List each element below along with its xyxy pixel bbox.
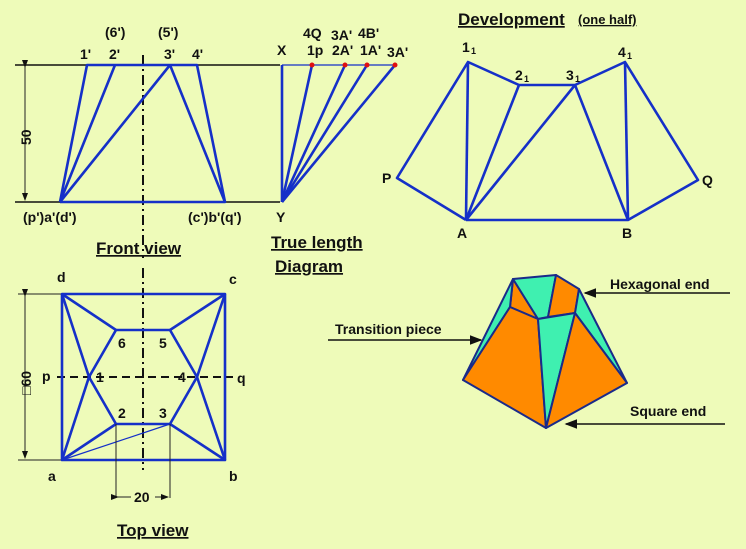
label-1a: 1A'	[360, 42, 381, 58]
dev-line-1A	[464, 61, 470, 221]
label-2a: 2A'	[332, 42, 353, 58]
true-length-title: True length	[271, 233, 363, 252]
pictorial-view	[462, 274, 628, 429]
label-5p: (5')	[158, 24, 178, 40]
subscript: 1	[524, 74, 529, 84]
diagram-title: Diagram	[275, 257, 343, 276]
label-4: 4	[178, 369, 186, 385]
label-3p: 3'	[164, 46, 175, 62]
label-6: 6	[118, 335, 126, 351]
front-outline	[58, 63, 227, 204]
side-dim-label: □60	[18, 371, 34, 395]
label-3a-top: 3A'	[331, 27, 352, 43]
label-c: c	[229, 271, 237, 287]
label-a: a	[48, 468, 56, 484]
dev-line-3A	[464, 84, 577, 221]
front-face-right	[545, 312, 628, 429]
label-b: b	[229, 468, 238, 484]
front-view-title: Front view	[96, 239, 182, 258]
label-1-1: 1	[462, 39, 470, 55]
hex-dim-label: 20	[134, 489, 150, 505]
label-2: 2	[118, 405, 126, 421]
development-outline	[395, 60, 700, 222]
dev-line-3B	[573, 84, 630, 221]
label-p: p	[42, 368, 51, 384]
edge-b-3	[168, 64, 227, 203]
label-x: X	[277, 42, 287, 58]
height-dim-label: 50	[18, 129, 34, 145]
label-B: B	[622, 225, 632, 241]
top-view: □60 20 d c a b p q 1 2 3 4 5 6 Top view	[18, 268, 246, 540]
hexagonal-end-label: Hexagonal end	[610, 276, 710, 292]
front-face-left	[462, 306, 547, 429]
label-b-prime: (c')b'(q')	[188, 209, 242, 225]
label-d: d	[57, 269, 66, 285]
label-A: A	[457, 225, 467, 241]
label-a-prime: (p')a'(d')	[23, 209, 77, 225]
dev-line-4B	[623, 61, 630, 221]
label-1: 1	[96, 369, 104, 385]
label-y: Y	[276, 209, 286, 225]
label-P: P	[382, 170, 391, 186]
subscript: 1	[471, 46, 476, 56]
label-3a: 3A'	[387, 44, 408, 60]
dev-line-2A	[464, 84, 521, 221]
square-base	[60, 292, 227, 462]
label-q: q	[237, 370, 246, 386]
label-1p-tl: 1p	[307, 42, 323, 58]
top-view-edges	[60, 292, 227, 462]
label-4-1: 4	[618, 44, 626, 60]
true-length-diagram: X Y 4Q 3A' 4B' 1p 2A' 1A' 3A' True lengt…	[271, 25, 408, 276]
edge-a-3	[58, 64, 172, 203]
true-length-1a	[280, 64, 369, 203]
development-subtitle: (one half)	[578, 12, 637, 27]
subscript: 1	[627, 51, 632, 61]
front-view: 50 1' 2' 3' 4' (6') (5') (p')a'(d') (c')…	[15, 24, 280, 258]
label-1p: 1'	[80, 46, 91, 62]
true-length-1p	[280, 64, 314, 203]
label-6p: (6')	[105, 24, 125, 40]
subscript: 1	[575, 74, 580, 84]
label-4q: 4Q	[303, 25, 322, 41]
transition-piece-label: Transition piece	[335, 321, 442, 337]
point-marker	[342, 62, 348, 68]
top-view-title: Top view	[117, 521, 189, 540]
label-5: 5	[159, 335, 167, 351]
development-title: Development	[458, 10, 565, 29]
label-Q: Q	[702, 172, 713, 188]
square-end-label: Square end	[630, 403, 706, 419]
label-4p: 4'	[192, 46, 203, 62]
development: Development (one half) 1 1 2 1 3 1 4 1 P…	[382, 10, 713, 241]
label-2-1: 2	[515, 67, 523, 83]
edge-a-2	[58, 64, 117, 203]
point-marker	[309, 62, 315, 68]
point-marker	[392, 62, 398, 68]
label-3: 3	[159, 405, 167, 421]
true-length-3a	[280, 64, 397, 203]
label-3-1: 3	[566, 67, 574, 83]
label-4b: 4B'	[358, 25, 379, 41]
label-2p: 2'	[109, 46, 120, 62]
point-marker	[364, 62, 370, 68]
pictorial-labels: Hexagonal end Transition piece Square en…	[328, 276, 730, 429]
true-length-2a	[280, 64, 347, 203]
